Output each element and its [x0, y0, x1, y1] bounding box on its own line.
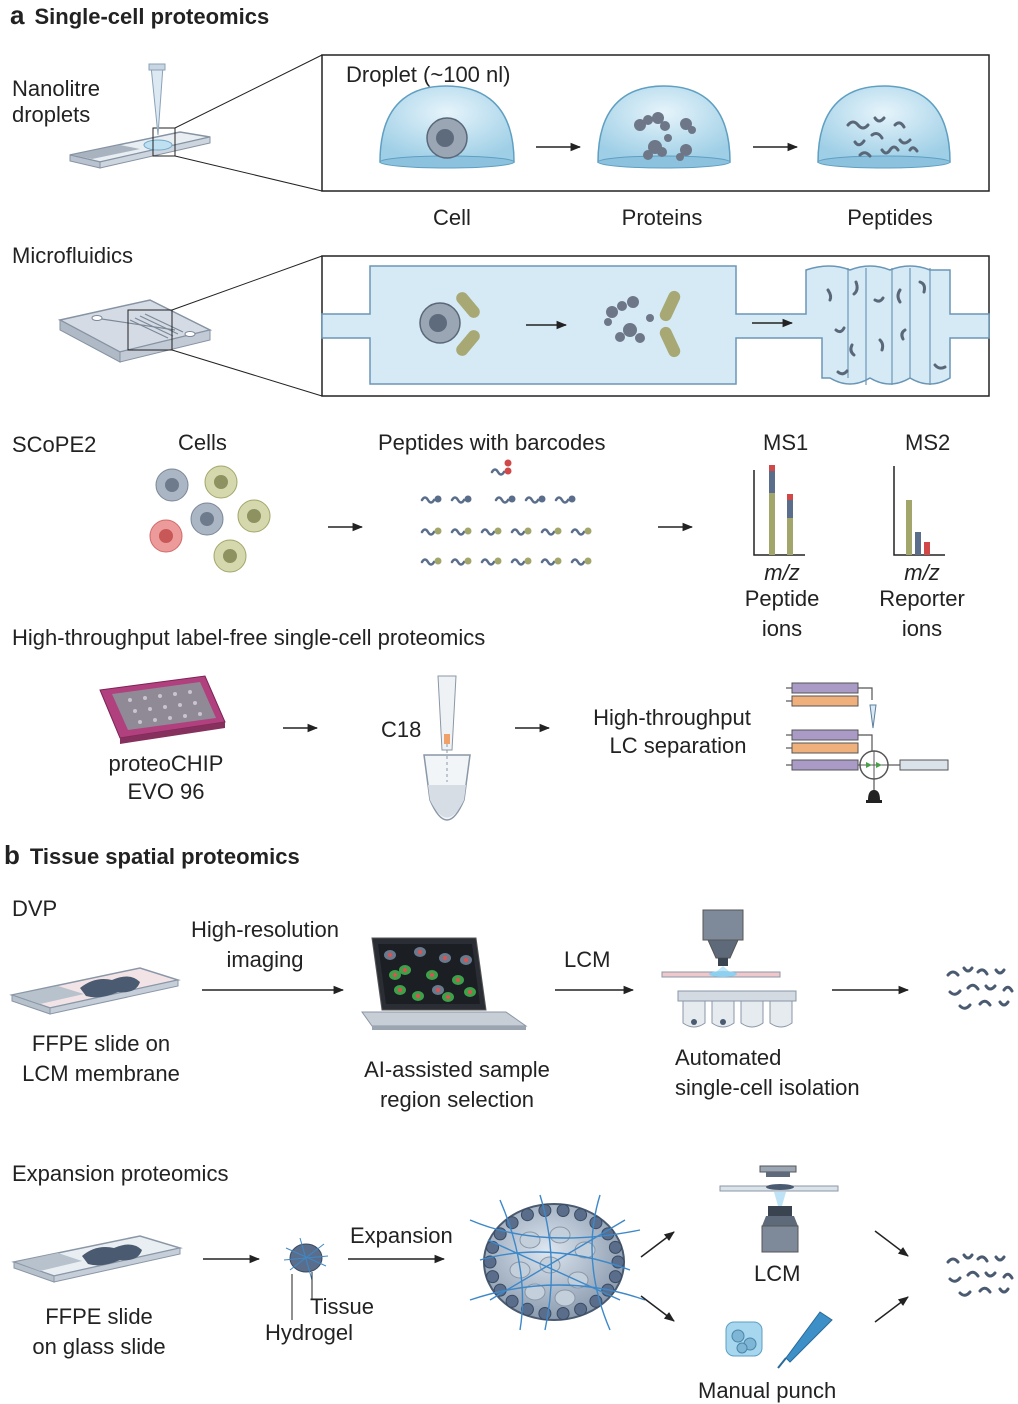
ms1-desc-line2: ions [761, 616, 803, 641]
hydrogel-tissue-illustration [283, 1237, 329, 1320]
barcoded-peptide [570, 557, 592, 566]
ai-selection-line1: AI-assisted sample [364, 1057, 550, 1082]
lc-system-illustration [786, 682, 949, 803]
panel-b-letter: b [4, 840, 20, 870]
lcm-isolation-illustration [661, 909, 797, 1028]
high-throughput-row-label: High-throughput label-free single-cell p… [12, 625, 486, 650]
proteochip-illustration [99, 675, 226, 744]
barcoded-peptide [420, 495, 442, 504]
barcoded-peptide [450, 557, 472, 566]
barcoded-peptide [510, 527, 532, 536]
barcoded-peptide [420, 557, 442, 566]
barcoded-peptide [540, 557, 562, 566]
barcoded-peptide [490, 459, 512, 476]
ms1-title: MS1 [763, 430, 809, 455]
droplet-box-title: Droplet (~100 nl) [346, 62, 511, 87]
manual-punch-illustration [725, 1311, 833, 1369]
dvp-slide-line2: LCM membrane [22, 1061, 180, 1086]
droplet-slide-illustration [69, 63, 211, 169]
expansion-peptides-illustration [946, 1253, 1014, 1297]
expanded-gel-illustration [469, 1194, 646, 1331]
zoom-line [174, 54, 323, 129]
microfluidic-channel [321, 265, 990, 385]
expansion-row-label: Expansion proteomics [12, 1161, 229, 1186]
cells-label: Cells [178, 430, 227, 455]
c18-label: C18 [381, 717, 422, 742]
barcoded-peptide [540, 527, 562, 536]
isolation-line2: single-cell isolation [675, 1075, 860, 1100]
dvp-slide-illustration [9, 967, 181, 1015]
zoom-line [171, 349, 323, 397]
hydrogel-label: Hydrogel [265, 1320, 354, 1345]
stage-peptides-label: Peptides [847, 205, 933, 230]
expansion-slide-illustration [11, 1235, 183, 1283]
arrow [874, 1296, 909, 1323]
panel-a-title: Single-cell proteomics [34, 4, 270, 29]
barcoded-peptide [510, 557, 532, 566]
expansion-label: Expansion [350, 1223, 453, 1248]
microfluidics-row-label: Microfluidics [12, 243, 134, 268]
barcoded-peptide [420, 527, 442, 536]
microfluidic-chip-illustration [57, 299, 213, 363]
ms2-spectrum [893, 466, 945, 556]
arrow [640, 1295, 675, 1322]
droplet-cell-illustration [379, 85, 515, 169]
c18-tip-illustration [423, 675, 471, 821]
manual-punch-label: Manual punch [698, 1378, 837, 1403]
ms2-desc-line1: Reporter [879, 586, 965, 611]
zoom-line [171, 255, 323, 311]
scope2-row-label: SCoPE2 [12, 432, 97, 457]
ms2-desc-line2: ions [901, 616, 943, 641]
droplet-proteins-illustration [597, 85, 731, 169]
droplet-peptides-illustration [817, 85, 951, 169]
isolation-line1: Automated [675, 1045, 782, 1070]
panel-a-letter: a [10, 0, 25, 30]
proteochip-line2: EVO 96 [127, 779, 205, 804]
scope2-cells-illustration [149, 465, 271, 573]
panel-b-heading: b Tissue spatial proteomics [4, 840, 300, 871]
proteochip-line1: proteoCHIP [108, 751, 224, 776]
droplet-box [321, 54, 990, 192]
dvp-row-label: DVP [12, 896, 58, 921]
peptides-with-barcodes-illustration [420, 459, 592, 566]
ms1-desc-line1: Peptide [744, 586, 820, 611]
dvp-lcm-label: LCM [564, 947, 611, 972]
expansion-slide-line2: on glass slide [32, 1334, 166, 1359]
ai-selection-line2: region selection [379, 1087, 535, 1112]
ms1-axis-label: m/z [764, 560, 800, 585]
barcoded-peptide [480, 527, 502, 536]
ms2-axis-label: m/z [904, 560, 940, 585]
barcoded-peptide [570, 527, 592, 536]
panel-b-title: Tissue spatial proteomics [29, 844, 300, 869]
barcoded-peptide [524, 495, 546, 504]
ms1-spectrum [753, 465, 805, 556]
arrow [874, 1230, 909, 1257]
barcoded-peptide [450, 527, 472, 536]
lcm-microscope-illustration [719, 1165, 839, 1253]
barcoded-peptide [554, 495, 576, 504]
barcoded-peptide [480, 557, 502, 566]
arrow [640, 1231, 675, 1258]
droplets-row-label: Nanolitre droplets [12, 76, 101, 127]
dvp-peptides-illustration [946, 966, 1014, 1010]
stage-cell-label: Cell [433, 205, 471, 230]
expansion-slide-line1: FFPE slide [45, 1304, 153, 1329]
zoom-line [174, 155, 323, 192]
dvp-slide-line1: FFPE slide on [31, 1031, 171, 1056]
panel-a-heading: a Single-cell proteomics [10, 0, 269, 31]
barcoded-peptide [450, 495, 472, 504]
imaging-line1: High-resolution [191, 917, 339, 942]
peptides-barcodes-label: Peptides with barcodes [378, 430, 606, 455]
lc-label-line1: High-throughput [593, 705, 751, 730]
ms2-title: MS2 [905, 430, 951, 455]
stage-proteins-label: Proteins [621, 205, 703, 230]
tissue-label: Tissue [310, 1294, 374, 1319]
expansion-lcm-label: LCM [754, 1261, 801, 1286]
barcoded-peptide [494, 495, 516, 504]
lc-label-line2: LC separation [609, 733, 747, 758]
imaging-line2: imaging [226, 947, 304, 972]
laptop-illustration [361, 937, 528, 1030]
